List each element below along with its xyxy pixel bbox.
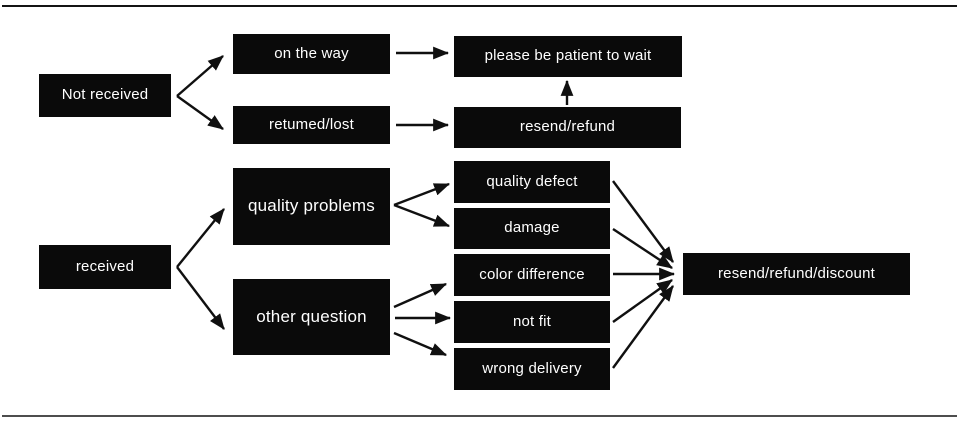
edge-quality-defect-to-final	[612, 180, 674, 263]
node-color-difference: color difference	[454, 254, 610, 296]
top-rule	[2, 5, 957, 7]
edge-damage-to-final	[612, 227, 673, 270]
edge-not-fit-to-final	[612, 279, 673, 323]
edge-wrong-delivery-to-final	[612, 285, 674, 369]
edge-quality-problems-to-damage	[393, 203, 451, 228]
node-not-fit: not fit	[454, 301, 610, 343]
edge-not-received-to-returned-lost	[176, 95, 224, 130]
node-other-question: other question	[233, 279, 390, 355]
node-wrong-delivery: wrong delivery	[454, 348, 610, 390]
node-quality-defect: quality defect	[454, 161, 610, 203]
edge-quality-problems-to-quality-defect	[393, 182, 451, 207]
edge-other-question-to-color-difference	[393, 282, 448, 309]
node-please-wait: please be patient to wait	[454, 36, 682, 77]
edge-received-to-quality-problems	[176, 208, 225, 268]
node-returned-lost: retumed/lost	[233, 106, 390, 144]
node-resend-refund: resend/refund	[454, 107, 681, 148]
node-quality-problems: quality problems	[233, 168, 390, 245]
edge-received-to-other-question	[176, 266, 225, 330]
bottom-rule	[2, 415, 957, 417]
node-on-the-way: on the way	[233, 34, 390, 74]
node-resend-refund-discount: resend/refund/discount	[683, 253, 910, 295]
node-received: received	[39, 245, 171, 289]
node-not-received: Not received	[39, 74, 171, 117]
node-damage: damage	[454, 208, 610, 249]
edge-other-question-to-wrong-delivery	[393, 331, 448, 357]
edge-not-received-to-on-the-way	[176, 55, 224, 97]
